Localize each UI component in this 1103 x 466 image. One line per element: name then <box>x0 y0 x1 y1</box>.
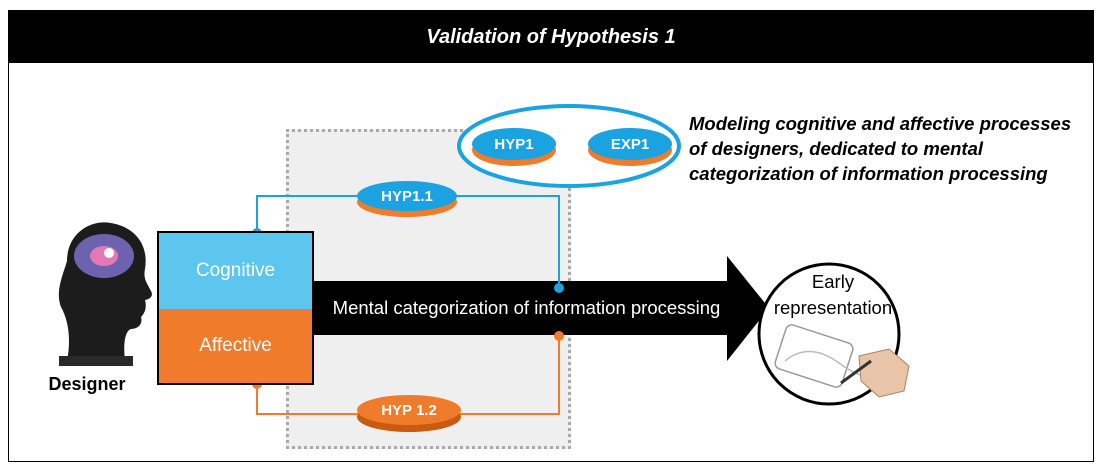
diagram-frame: Validation of Hypothesis 1 <box>8 10 1094 462</box>
hyp11-pill: HYP1.1 <box>357 181 457 211</box>
affective-block: Affective <box>159 309 312 383</box>
main-arrow <box>314 256 769 361</box>
sketch-icon <box>774 324 910 398</box>
early-representation-label: Early representation <box>757 269 909 321</box>
hyp12-pill: HYP 1.2 <box>357 395 461 425</box>
hyp1-pill: HYP1 <box>472 128 556 160</box>
title-bar: Validation of Hypothesis 1 <box>9 11 1093 63</box>
note-line: categorization of information processing <box>689 163 1048 184</box>
output-line: representation <box>773 297 893 318</box>
cognitive-block: Cognitive <box>159 233 312 309</box>
designer-label: Designer <box>48 374 126 394</box>
hyp11-end-dot <box>554 283 564 293</box>
diagram-title: Validation of Hypothesis 1 <box>426 25 676 48</box>
designer-head-icon <box>58 222 152 366</box>
output-line: Early <box>811 271 855 292</box>
hyp12-end-dot <box>554 331 564 341</box>
arrow-label: Mental categorization of information pro… <box>332 297 721 318</box>
exp1-pill: EXP1 <box>588 128 672 160</box>
note-line: of designers, dedicated to mental <box>689 138 984 159</box>
note-line: Modeling cognitive and affective process… <box>689 113 1072 134</box>
modeling-note: Modeling cognitive and affective process… <box>689 111 1093 186</box>
